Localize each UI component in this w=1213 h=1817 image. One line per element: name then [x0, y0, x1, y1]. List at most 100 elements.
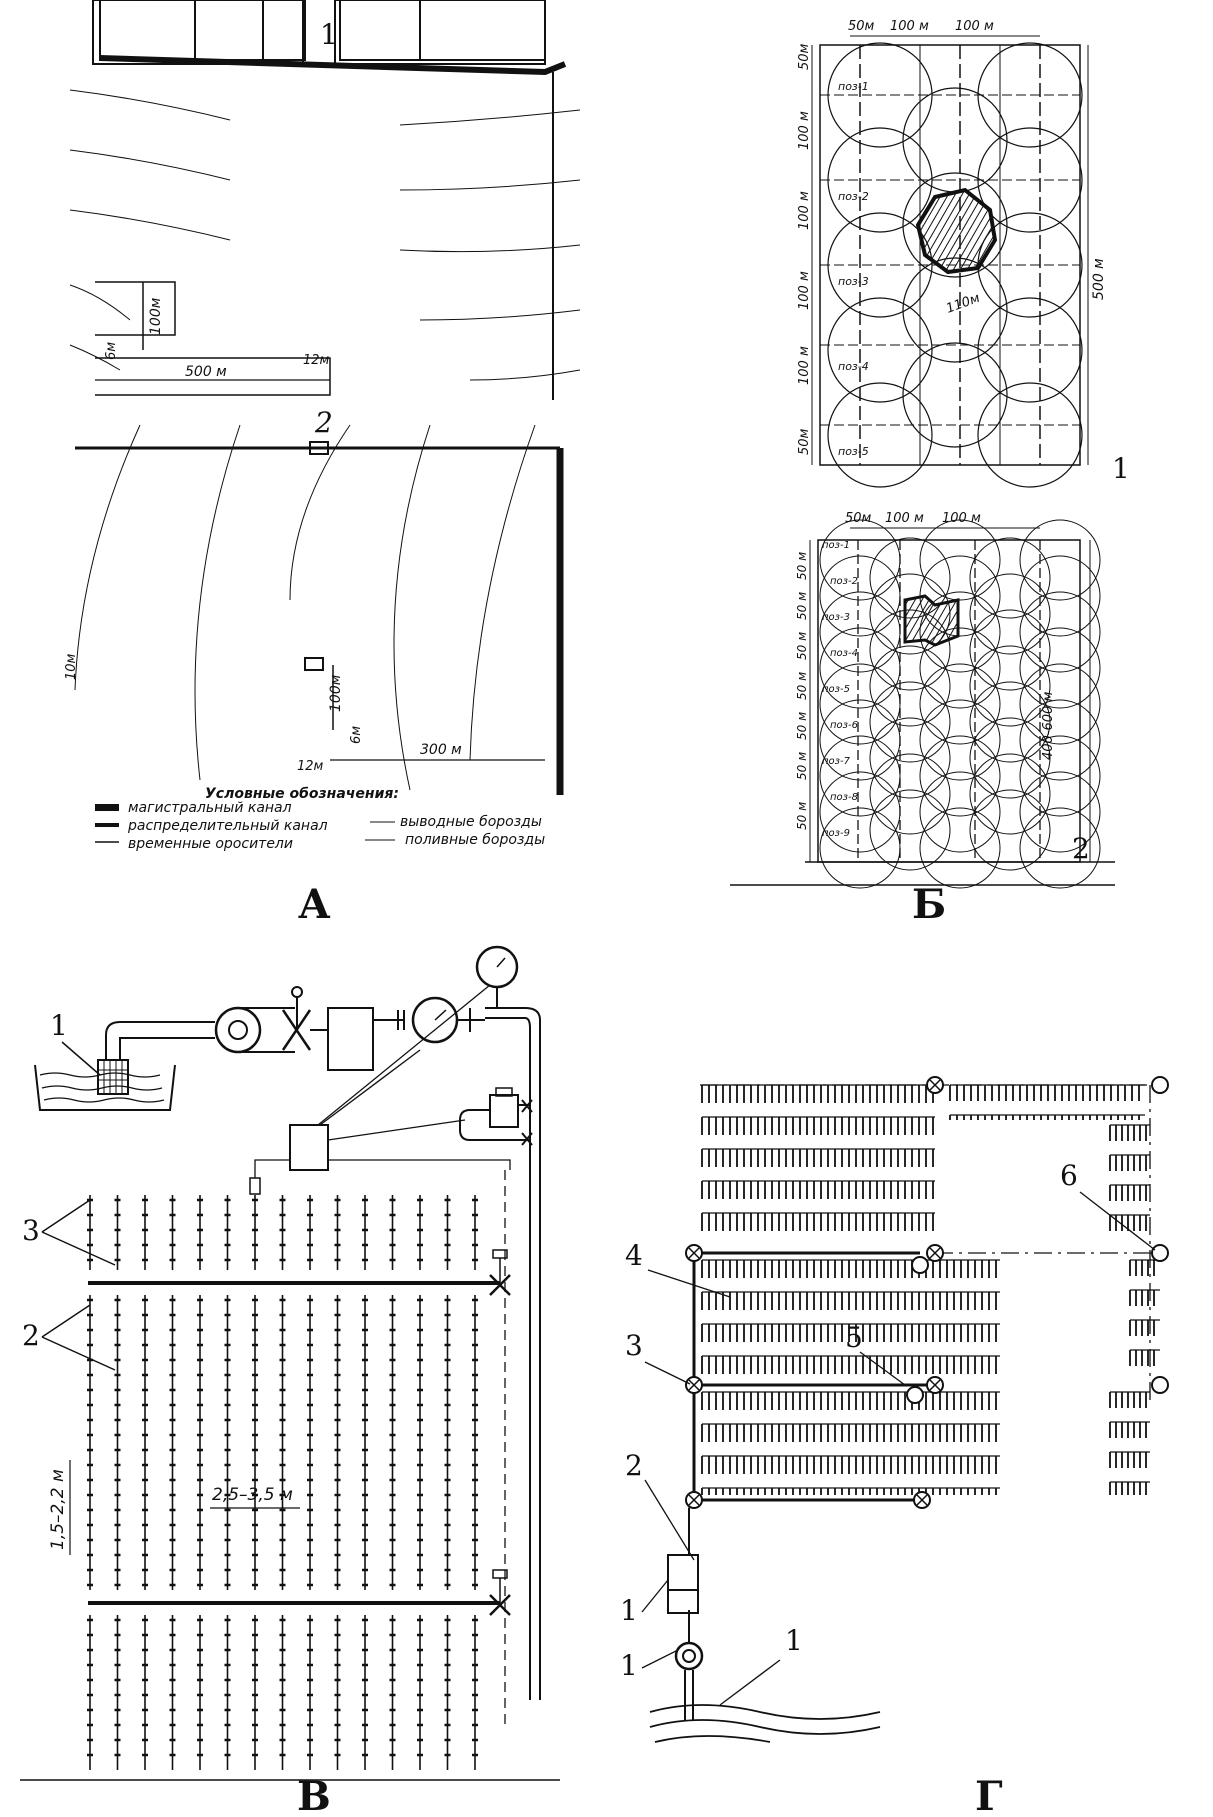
- panel-a-top-leaders: [69, 89, 581, 381]
- callout-leader: [644, 1361, 691, 1385]
- left-dim-label: 50 м: [795, 672, 809, 700]
- position-label: поз-9: [822, 828, 850, 839]
- panel-a-gate-lower: [304, 657, 324, 671]
- coverage-circle: [819, 771, 901, 853]
- control-unit: [289, 1124, 329, 1171]
- leader-line: [69, 89, 231, 121]
- leader-line: [393, 424, 431, 791]
- scheme-1-right-dim: 500 м: [1091, 258, 1107, 300]
- leader-line: [69, 284, 131, 321]
- panel-a-bottom-leaders: [74, 424, 536, 791]
- sprinkler-dot: [481, 0, 483, 1]
- left-dim-label: 100 м: [797, 111, 812, 150]
- coverage-circle: [827, 42, 933, 148]
- coverage-circle: [1019, 519, 1101, 601]
- scheme-2-number: 2: [1072, 832, 1090, 865]
- callout-leader: [647, 1269, 731, 1298]
- leader-line: [74, 424, 141, 691]
- coverage-circle: [1019, 627, 1101, 709]
- coverage-circle: [969, 681, 1051, 763]
- coverage-circle: [869, 645, 951, 727]
- panel-g-letter: Г: [975, 1773, 1003, 1813]
- legend-title: Условные обозначения:: [205, 786, 399, 802]
- sprinkler-dot: [184, 0, 187, 1]
- callout-label: 3: [625, 1329, 643, 1362]
- coverage-circle: [819, 663, 901, 745]
- panel-a-bottom-dimensions: 10м 100м 6м 300 м 12м: [64, 653, 545, 774]
- coverage-circle: [977, 297, 1083, 403]
- valve-cross: [916, 1494, 928, 1506]
- furrow-outline: [95, 357, 331, 396]
- sprinkler-dot: [341, 0, 343, 1]
- leader-line: [69, 209, 231, 241]
- left-dim-label: 50 м: [795, 752, 809, 780]
- pump: [214, 1006, 262, 1054]
- legend-swatch-distribution: [95, 823, 119, 827]
- position-label: поз-3: [822, 612, 850, 623]
- valve-lower: [489, 1594, 511, 1616]
- field-block: [334, 0, 546, 65]
- sprinkler-dot: [226, 0, 229, 1]
- coverage-circle: [977, 127, 1083, 233]
- sprinkler-dot: [425, 0, 427, 1]
- coverage-circle: [969, 573, 1051, 655]
- scheme-1-coverage-circles: [827, 42, 1083, 488]
- panel-a-furrow-scheme: 1 100м 6м 500 м 12м 2 10м 100м 6м 300 м: [64, 0, 581, 928]
- callout-leader: [641, 1579, 669, 1613]
- top-dim-label: 100 м: [885, 511, 924, 526]
- panel-g-hydrants: [685, 1076, 1169, 1509]
- coverage-circle: [1019, 735, 1101, 817]
- sprinkler-dot: [509, 0, 511, 1]
- callout-label: 1: [620, 1649, 638, 1682]
- panel-v-drip-system: 1: [20, 945, 560, 1817]
- coverage-circle: [969, 645, 1051, 727]
- panel-v-label-1: 1: [50, 1009, 68, 1042]
- top-dim-label: 100 м: [890, 19, 929, 34]
- left-dim-label: 100 м: [797, 191, 812, 230]
- sprinkler-dot: [397, 0, 399, 1]
- callout-leader: [859, 1351, 906, 1386]
- panel-b-letter: Б: [912, 881, 946, 928]
- callout-leader: [719, 1659, 781, 1706]
- callout-leader: [644, 1479, 695, 1561]
- field-block: [92, 0, 304, 65]
- coverage-circle: [827, 297, 933, 403]
- coverage-circle: [1019, 555, 1101, 637]
- sprinkler-dot: [369, 0, 371, 1]
- position-label: поз-8: [830, 792, 858, 803]
- scheme-1-radius-label: 110м: [944, 291, 982, 317]
- coverage-circle: [869, 753, 951, 835]
- coverage-circle: [919, 663, 1001, 745]
- panel-a-dim-row: 10м: [64, 653, 79, 680]
- panel-a-bottom-field-blocks: [92, 0, 546, 65]
- sprinkler-dot: [355, 0, 357, 1]
- field-block: [334, 0, 546, 65]
- coverage-circle: [819, 699, 901, 781]
- legend-distribution-canal: распределительный канал: [127, 818, 328, 834]
- water-source-river: [649, 1704, 881, 1720]
- sprinkler-dot: [212, 0, 215, 1]
- field-block: [99, 0, 306, 61]
- callout-label: 5: [845, 1321, 863, 1354]
- panel-a-legend: Условные обозначения: магистральный кана…: [95, 786, 545, 852]
- sprinkler-dot: [467, 0, 469, 1]
- sprinkler-hydrant: [906, 1386, 924, 1404]
- coverage-circle: [969, 717, 1051, 799]
- panel-a-top-dimensions: 100м 6м 500 м 12м: [95, 282, 330, 381]
- callout-label: 4: [625, 1239, 643, 1272]
- leader-line: [69, 344, 121, 371]
- position-label: поз-4: [838, 360, 869, 373]
- coverage-circle: [969, 609, 1051, 691]
- leader-line: [289, 424, 351, 601]
- coverage-circle: [819, 627, 901, 709]
- callout-label: 6: [1060, 1159, 1078, 1192]
- coverage-circle: [819, 519, 901, 601]
- field-block: [339, 0, 546, 61]
- valve-cross: [688, 1379, 700, 1391]
- scheme-1-field: [819, 44, 1081, 466]
- sprinkler-dot: [495, 0, 497, 1]
- leader-line: [469, 424, 536, 761]
